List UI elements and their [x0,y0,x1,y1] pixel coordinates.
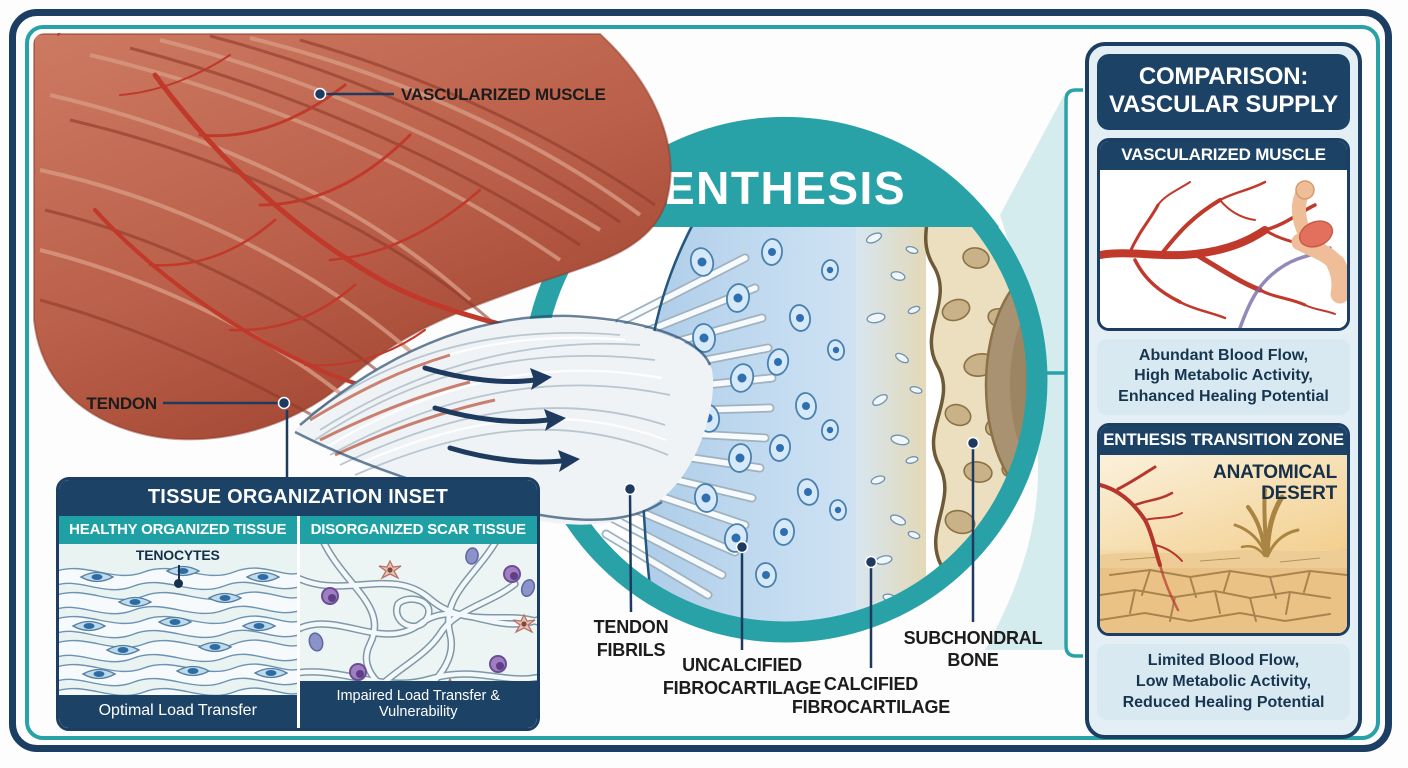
tendon-illustration [294,314,714,525]
scar-tissue-header: DISORGANIZED SCAR TISSUE [299,516,537,544]
svg-text:BONE: BONE [947,650,998,670]
enthesis-title: ENTHESIS [664,162,906,214]
chondrocytes [689,238,847,588]
connector-bracket [1064,88,1083,658]
svg-text:FIBRILS: FIBRILS [597,640,666,660]
tangled-fibers-icon [299,544,537,681]
muscle-illustration [33,33,672,441]
vascularized-muscle-card: VASCULARIZED MUSCLE [1097,137,1350,331]
scar-tissue-column: DISORGANIZED SCAR TISSUE [299,516,537,728]
inset-title: TISSUE ORGANIZATION INSET [59,480,537,516]
load-arrows [422,365,580,472]
svg-text:FIBROCARTILAGE: FIBROCARTILAGE [792,697,950,717]
svg-text:UNCALCIFIED: UNCALCIFIED [682,655,802,675]
vascularized-muscle-card-header: VASCULARIZED MUSCLE [1100,140,1347,170]
healthy-tissue-header: HEALTHY ORGANIZED TISSUE [59,516,297,544]
healthy-tissue-footer: Optimal Load Transfer [59,695,297,728]
svg-text:FIBROCARTILAGE: FIBROCARTILAGE [663,678,821,698]
healthy-tissue-art: TENOCYTES [59,544,297,695]
muscle-caption-line3: Enhanced Healing Potential [1118,388,1329,406]
comparison-title-line1: COMPARISON: [1138,63,1309,90]
muscle-blood-vessels [57,33,523,402]
muscle-caption-line2: High Metabolic Activity, [1134,367,1313,385]
scar-tissue-art [299,544,537,681]
enthesis-caption-line2: Low Metabolic Activity, [1135,672,1312,690]
comparison-title-line2: VASCULAR SUPPLY [1108,91,1339,119]
svg-text:SUBCHONDRAL: SUBCHONDRAL [904,628,1043,648]
muscle-caption-line1: Abundant Blood Flow, [1138,346,1309,364]
tenocytes-label: TENOCYTES [135,547,220,563]
label-calcified-fibrocartilage: CALCIFIED FIBROCARTILAGE [792,674,951,717]
enthesis-zone-card-art: ANATOMICAL DESERT [1100,455,1347,634]
svg-text:TENDON: TENDON [594,617,669,637]
blood-vessels-icon [1100,169,1347,328]
flexed-arm-icon [1291,179,1347,304]
muscle-card-caption: Abundant Blood Flow, High Metabolic Acti… [1097,338,1350,416]
label-vascularized-muscle: VASCULARIZED MUSCLE [401,85,606,104]
enthesis-card-caption: Limited Blood Flow, Low Metabolic Activi… [1097,644,1350,721]
connector-wedge [985,95,1064,650]
tenocytes-pointer-dot [174,579,184,588]
tissue-organization-inset: TISSUE ORGANIZATION INSET HEALTHY ORGANI… [56,477,540,731]
enthesis-zone-card-header: ENTHESIS TRANSITION ZONE [1100,426,1347,456]
label-tendon-fibrils: TENDON FIBRILS [594,617,669,660]
vascularized-muscle-card-art [1100,169,1347,328]
annotation-dots [277,87,980,569]
bone-marrow [984,265,1037,505]
sparse-vessel-icon [1100,465,1183,612]
label-subchondral-bone: SUBCHONDRAL BONE [904,628,1043,670]
organized-fibers-icon [59,544,297,695]
enthesis-caption-line1: Limited Blood Flow, [1147,652,1300,670]
inner-teal-border [25,25,1380,740]
annotation-lines [163,92,975,668]
label-tendon: TENDON [86,394,157,413]
tenocytes-pointer-line [177,565,180,580]
calcified-lacunae [864,195,923,603]
anatomical-desert-label: ANATOMICAL DESERT [1213,462,1337,504]
enthesis-caption-line3: Reduced Healing Potential [1122,693,1325,711]
inflammatory-cells [308,547,535,681]
comparison-panel: COMPARISON: VASCULAR SUPPLY VASCULARIZED… [1085,42,1362,739]
enthesis-zone-card: ENTHESIS TRANSITION ZONE [1097,423,1350,637]
healthy-tissue-column: HEALTHY ORGANIZED TISSUE [59,516,297,728]
desert-icon [1100,455,1347,634]
uncalcified-zone [642,210,920,632]
tenocyte-cells [71,565,289,680]
label-uncalcified-fibrocartilage: UNCALCIFIED FIBROCARTILAGE [663,655,822,698]
scar-tissue-footer: Impaired Load Transfer & Vulnerability [299,681,537,728]
svg-text:CALCIFIED: CALCIFIED [824,674,918,694]
anatomical-desert-line2: DESERT [1261,482,1337,504]
outer-frame-border [9,9,1392,752]
enthesis-cap [571,116,999,227]
dried-plant-icon [1233,488,1300,558]
anatomical-desert-line1: ANATOMICAL [1213,462,1337,484]
comparison-title: COMPARISON: VASCULAR SUPPLY [1097,54,1350,130]
